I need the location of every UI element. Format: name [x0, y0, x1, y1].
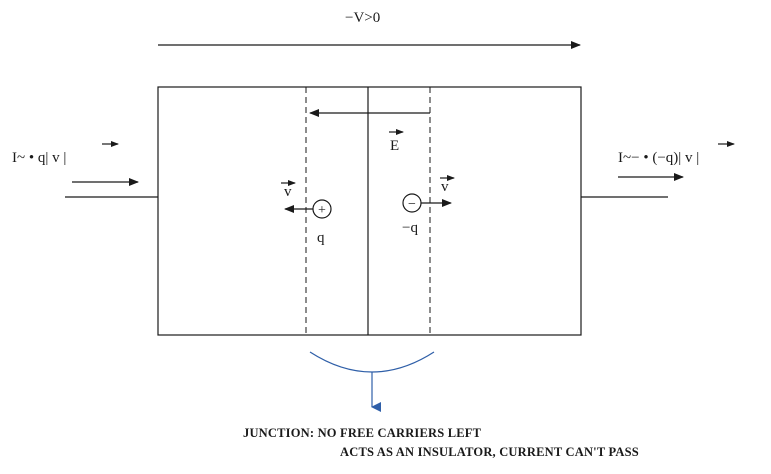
- plus-sign: +: [318, 203, 326, 218]
- v-left-label: v: [284, 184, 292, 200]
- field-label-text: E: [390, 138, 399, 154]
- positive-carrier: [312, 199, 332, 219]
- v-right-label: v: [441, 179, 449, 195]
- junction-note-line1: JUNCTION: NO FREE CARRIERS LEFT: [243, 426, 482, 440]
- field-label: E: [389, 129, 404, 154]
- current-left-label: I~ • q| v |: [12, 150, 66, 166]
- junction-note-line2: ACTS AS AN INSULATOR, CURRENT CAN'T PASS: [340, 445, 639, 459]
- charge-negative-label: −q: [402, 220, 418, 236]
- negative-carrier: [402, 193, 422, 213]
- current-right-label: I~− • (−q)| v |: [618, 150, 699, 166]
- minus-sign: −: [408, 197, 416, 212]
- charge-positive-label: q: [317, 230, 325, 246]
- junction-bracket: [309, 351, 435, 373]
- device-box: [157, 86, 582, 336]
- voltage-label: −V>0: [345, 10, 380, 26]
